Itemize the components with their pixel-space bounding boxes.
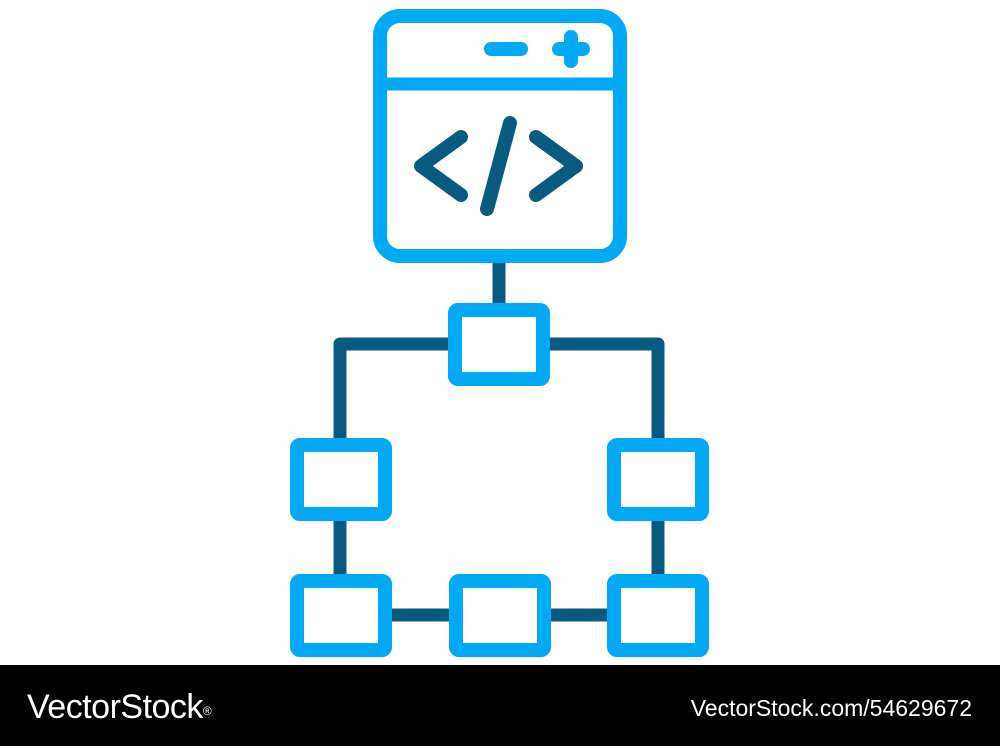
- code-slash: [480, 116, 517, 216]
- brand-logo: VectorStock®: [27, 687, 212, 727]
- bottom-center-node: [449, 574, 551, 657]
- bottom-left-node: [290, 574, 392, 657]
- watermark-footer: VectorStock® VectorStock.com/54629672: [0, 665, 1000, 746]
- image-id-text: VectorStock.com/54629672: [690, 695, 972, 721]
- middle-right-node: [607, 438, 709, 521]
- code-brackets-icon: [414, 116, 583, 216]
- network-connectors: [333, 255, 665, 622]
- middle-left-node: [290, 438, 392, 521]
- browser-window-icon: [373, 9, 627, 263]
- code-network-illustration: [290, 9, 709, 657]
- less-than-bracket: [414, 130, 468, 202]
- left-branch-connector: [333, 337, 459, 451]
- brand-name: VectorStock: [27, 688, 203, 726]
- add-icon: [552, 30, 590, 68]
- right-branch-connector: [539, 337, 665, 451]
- network-nodes: [290, 303, 709, 657]
- bottom-right-node: [607, 574, 709, 657]
- top-node: [448, 303, 550, 386]
- greater-than-bracket: [529, 130, 583, 202]
- registered-mark: ®: [202, 704, 212, 718]
